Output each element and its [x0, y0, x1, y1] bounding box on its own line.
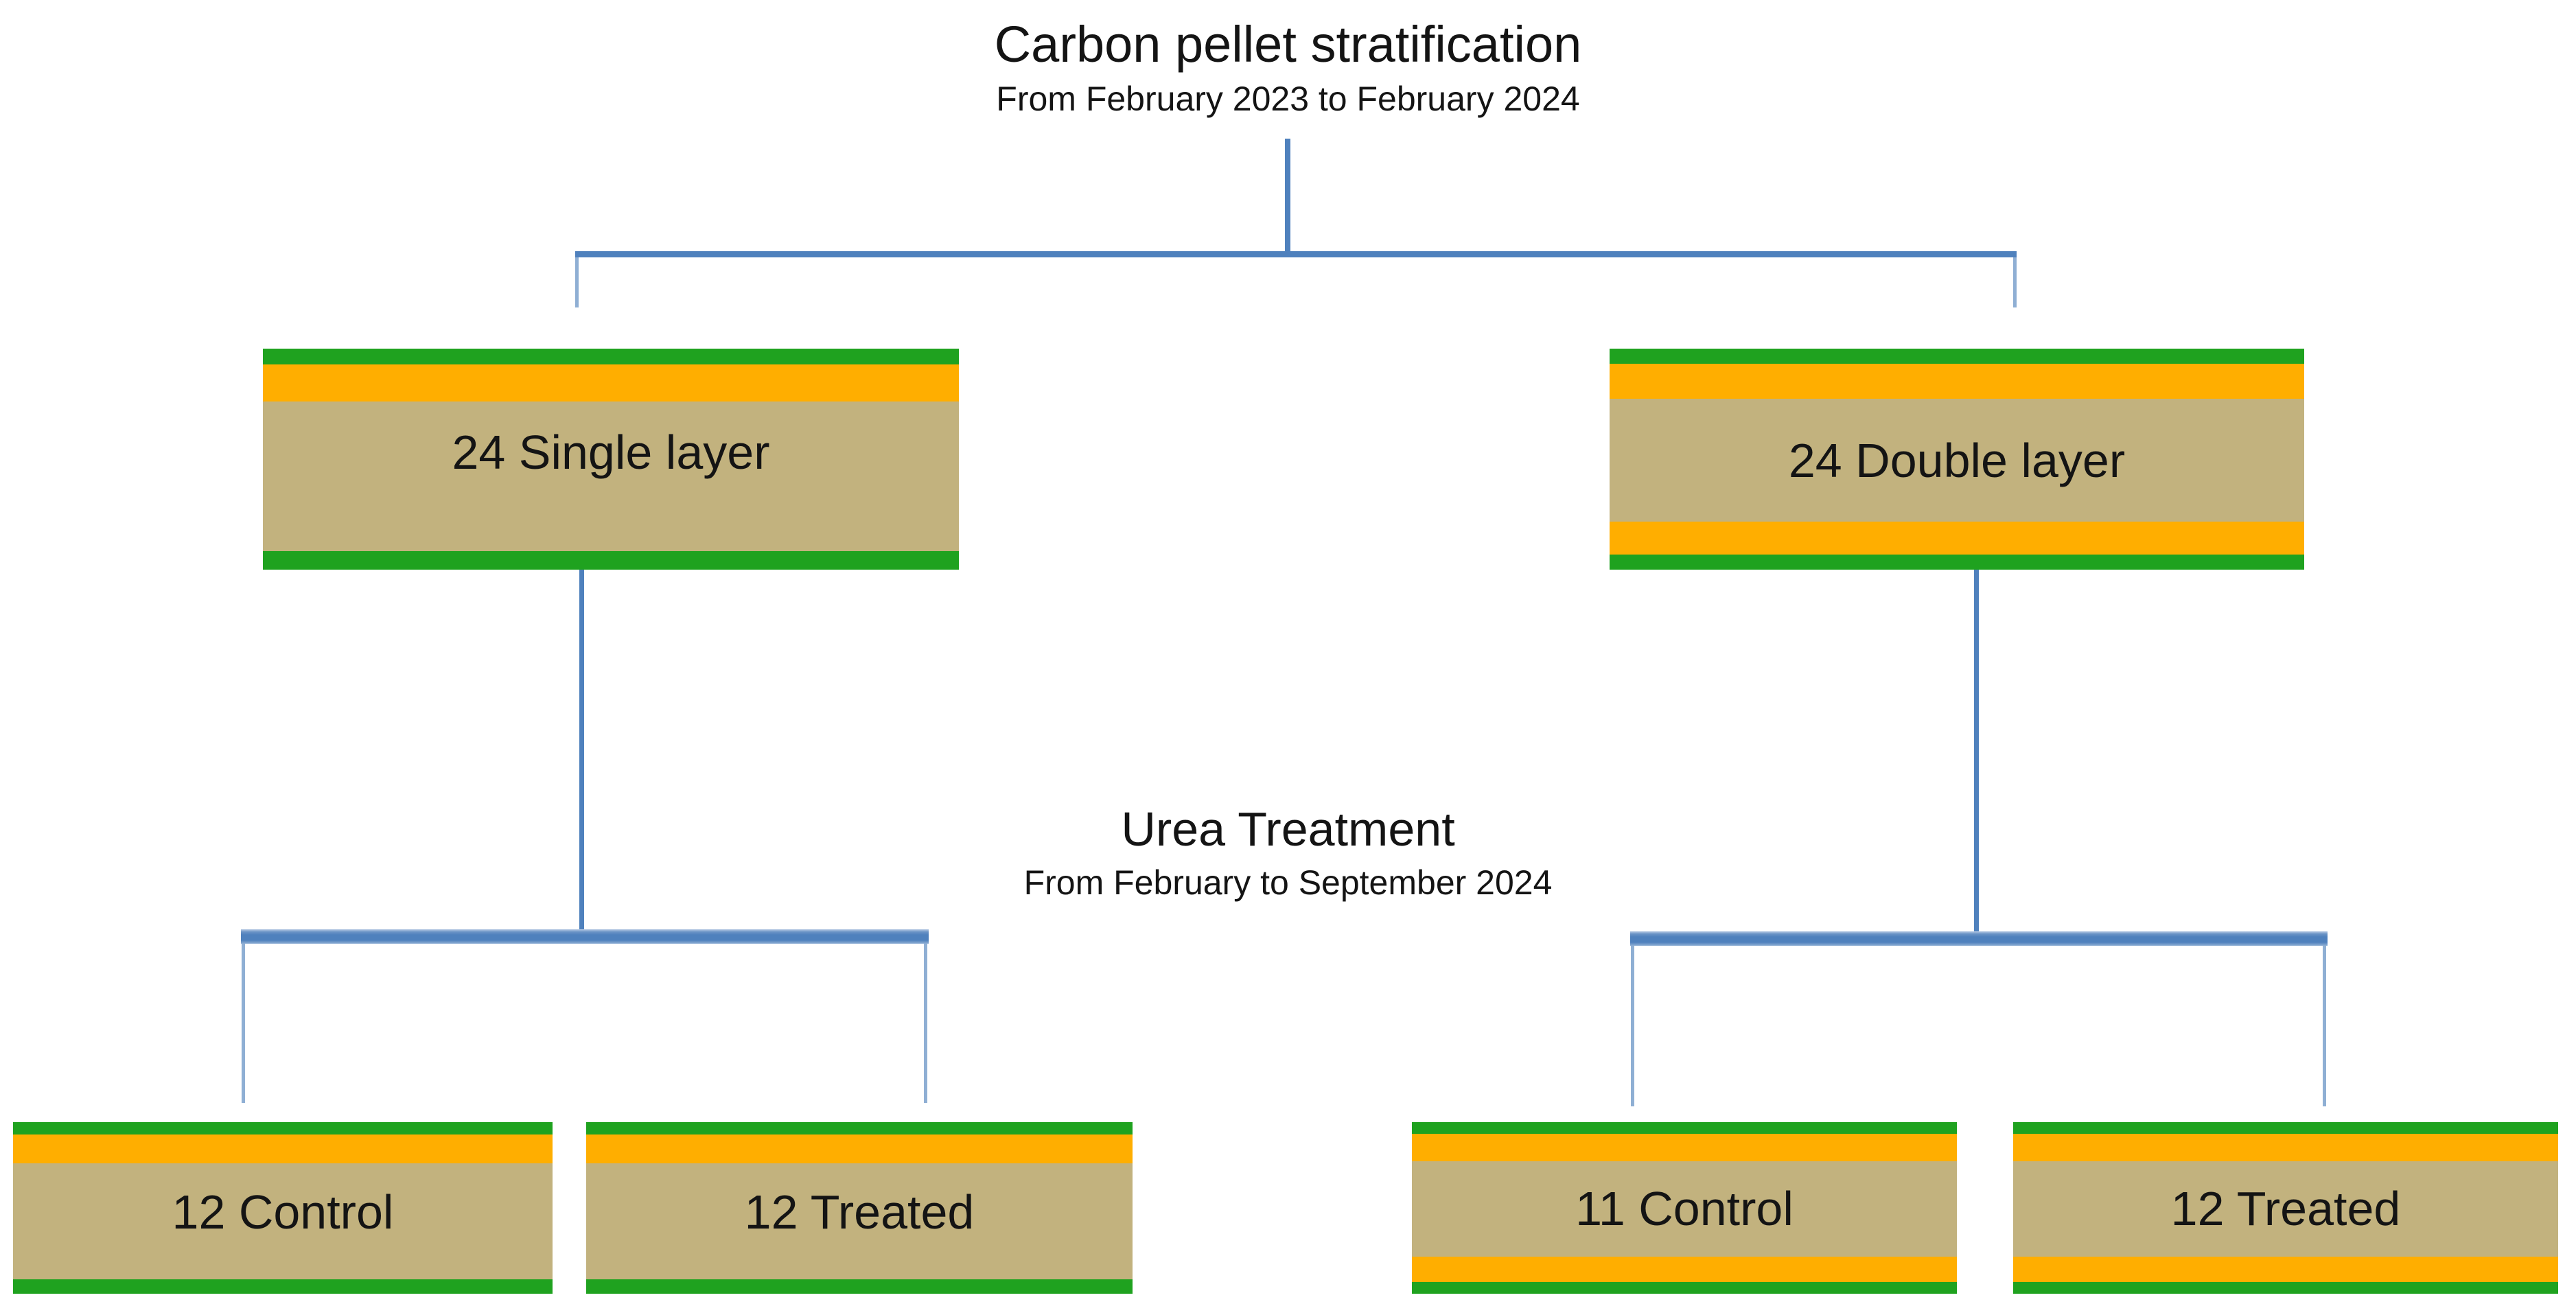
green-layer-stripe: [1412, 1282, 1957, 1294]
orange-layer-stripe: [1412, 1134, 1957, 1161]
soil-layer-area: 11 Control: [1412, 1161, 1957, 1257]
green-layer-stripe: [2013, 1282, 2558, 1294]
connector-left-drop-1: [242, 944, 245, 1103]
node-12-treated-single: 12 Treated: [586, 1122, 1133, 1294]
green-layer-stripe: [13, 1122, 553, 1134]
green-layer-stripe: [1412, 1122, 1957, 1134]
connector-left-bar: [241, 929, 929, 944]
orange-layer-stripe: [13, 1134, 553, 1163]
connector-right-drop-1: [1631, 946, 1634, 1106]
connector-top-horizontal: [575, 251, 2017, 257]
node-label: 24 Single layer: [452, 425, 770, 479]
orange-layer-stripe: [1610, 521, 2304, 555]
green-layer-stripe: [263, 349, 959, 364]
treatment-block: Urea Treatment From February to Septembe…: [0, 802, 2576, 902]
connector-right-drop-2: [2323, 946, 2326, 1106]
orange-layer-stripe: [2013, 1256, 2558, 1282]
node-label: 12 Treated: [744, 1185, 975, 1240]
connector-left-drop-2: [924, 944, 927, 1103]
connector-single-stem: [579, 570, 584, 931]
connector-top-drop-left: [575, 257, 579, 307]
title-block: Carbon pellet stratification From Februa…: [0, 15, 2576, 118]
orange-layer-stripe: [586, 1134, 1133, 1163]
green-layer-stripe: [2013, 1122, 2558, 1134]
green-layer-stripe: [586, 1279, 1133, 1294]
green-layer-stripe: [586, 1122, 1133, 1134]
orange-layer-stripe: [2013, 1134, 2558, 1161]
connector-right-bar: [1630, 931, 2328, 946]
diagram-title: Carbon pellet stratification: [994, 16, 1582, 73]
orange-layer-stripe: [1610, 363, 2304, 399]
connector-top-stem: [1285, 139, 1290, 254]
soil-layer-area: 12 Treated: [2013, 1161, 2558, 1257]
node-label: 12 Control: [172, 1185, 394, 1240]
node-11-control-double: 11 Control: [1412, 1122, 1957, 1294]
treatment-subtitle: From February to September 2024: [1023, 863, 1553, 902]
soil-layer-area: 24 Single layer: [263, 402, 959, 551]
node-12-control-single: 12 Control: [13, 1122, 553, 1294]
connector-top-drop-right: [2013, 257, 2017, 307]
soil-layer-area: 12 Treated: [586, 1163, 1133, 1279]
orange-layer-stripe: [263, 364, 959, 402]
connector-double-stem: [1974, 570, 1979, 933]
green-layer-stripe: [13, 1279, 553, 1294]
node-label: 12 Treated: [2170, 1182, 2401, 1236]
soil-layer-area: 12 Control: [13, 1163, 553, 1279]
node-label: 11 Control: [1575, 1182, 1794, 1236]
orange-layer-stripe: [1412, 1256, 1957, 1282]
node-label: 24 Double layer: [1788, 433, 2126, 487]
treatment-title: Urea Treatment: [1121, 802, 1455, 856]
green-layer-stripe: [1610, 349, 2304, 364]
diagram-subtitle: From February 2023 to February 2024: [996, 80, 1580, 119]
green-layer-stripe: [1610, 555, 2304, 570]
green-layer-stripe: [263, 550, 959, 570]
node-24-single-layer: 24 Single layer: [263, 349, 959, 570]
soil-layer-area: 24 Double layer: [1610, 399, 2304, 522]
node-24-double-layer: 24 Double layer: [1610, 349, 2304, 570]
node-12-treated-double: 12 Treated: [2013, 1122, 2558, 1294]
